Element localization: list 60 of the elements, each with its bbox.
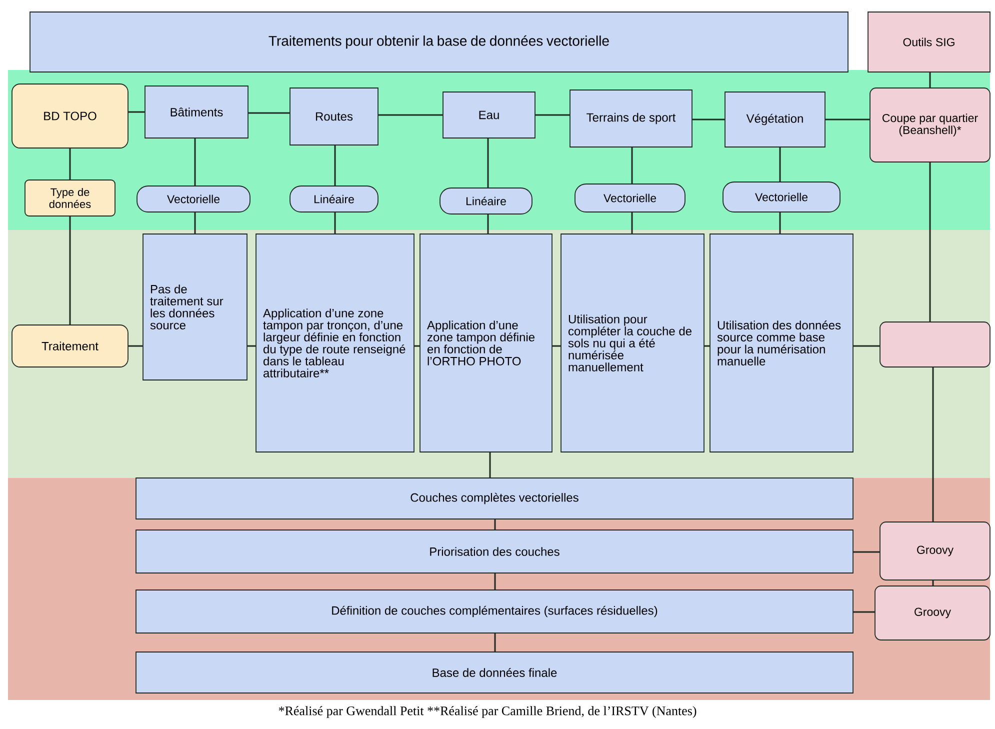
layer-box: Eau [442,92,536,138]
type-pill: Linéaire [440,188,532,214]
connector-line [494,573,496,590]
connector-line [779,212,781,234]
connector-line [552,345,561,347]
connector-line [631,212,633,234]
layer-box: Routes [290,88,378,146]
connector-line [487,138,489,188]
connector-line [853,611,875,613]
tool-box: Groovy [874,586,990,640]
connector-line [779,147,781,182]
tool-box: Groovy [880,522,990,580]
connector-line [929,162,931,322]
tool-box [880,322,990,368]
connector-line [932,367,934,522]
source-box: BD TOPO [12,84,128,148]
connector-line [853,551,880,553]
connector-line [494,633,496,652]
layer-box: Terrains de sport [570,90,692,148]
connector-line [535,114,570,116]
process-box: Pas de traitement sur les données source [142,234,248,380]
connector-line [825,118,870,120]
stage-box: Priorisation des couches [136,530,854,574]
source-box: Traitement [12,324,128,368]
connector-line [128,111,145,113]
tool-box: Coupe par quartier (Beanshell)* [870,88,990,162]
source-box: Type de données [24,180,116,216]
header-box: Traitements pour obtenir la base de données vectorielle [30,12,848,72]
stage-box: Couches complètes vectorielles [136,478,854,520]
tool-box: Outils SIG [868,12,990,72]
connector-line [248,112,290,114]
connector-line [692,118,725,120]
connector-line [69,148,71,180]
connector-line [247,345,256,347]
process-box: Utilisation pour compléter la couche de sols nu qui a été numérisée manuellement [560,234,704,452]
connector-line [128,345,143,347]
connector-line [489,452,491,478]
connector-line [853,345,880,347]
type-pill: Vectorielle [722,182,840,212]
connector-line [69,216,71,325]
type-pill: Vectorielle [136,186,250,212]
type-pill: Linéaire [290,186,378,212]
connector-line [631,147,633,184]
process-box: Utilisation des données source comme base pour la numérisation manuelle [710,234,854,452]
process-box: Application d’une zone tampon définie en fonction de l’ORTHO PHOTO [420,234,552,452]
caption: *Réalisé par Gwendall Petit **Réalisé par Camille Briend, de l’IRSTV (Nantes) [278,706,696,718]
process-box: Application d’une zone tampon par tronçon, d’une largeur définie en fonction du type de route renseigné dans le tableau attributaire** [256,234,414,452]
layer-box: Bâtiments [144,86,248,138]
stage-box: Définition de couches complémentaires (surfaces résiduelles) [136,590,854,634]
connector-line [194,212,196,234]
connector-line [494,519,496,530]
layer-box: Végétation [724,92,826,148]
connector-line [194,138,196,186]
connector-line [334,212,336,234]
stage-box: Base de données finale [136,652,854,694]
connector-line [334,145,336,186]
connector-line [378,114,443,116]
type-pill: Vectorielle [574,184,686,212]
connector-line [487,214,489,234]
connector-line [929,72,931,88]
